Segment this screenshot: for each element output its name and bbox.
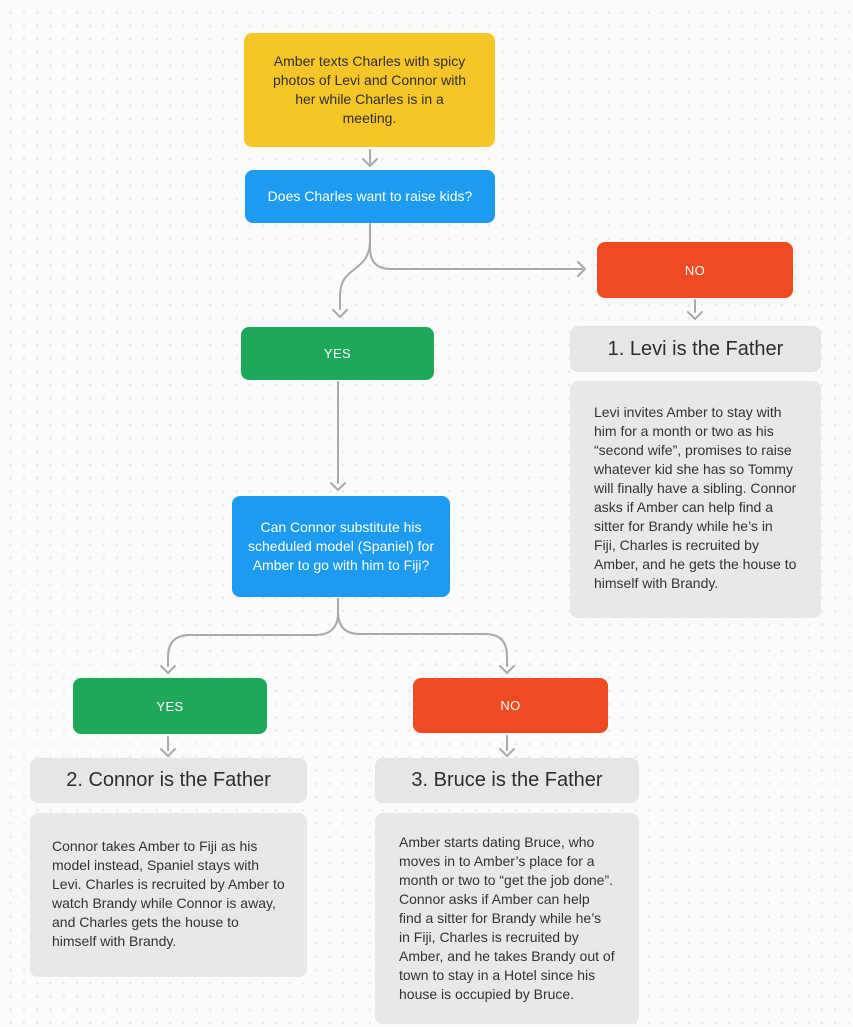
connector-shaft: [369, 223, 583, 270]
question-connor-substitute[interactable]: Can Connor substitute his scheduled mode…: [232, 496, 450, 597]
branch-no-label: NO: [500, 698, 521, 713]
outcome-title-bruce-text: 3. Bruce is the Father: [411, 769, 603, 791]
question-raise-kids[interactable]: Does Charles want to raise kids?: [245, 170, 495, 223]
connector-yes1-to-q2[interactable]: [330, 381, 346, 491]
outcome-title-levi-text: 1. Levi is the Father: [607, 337, 784, 360]
outcome-title-connor[interactable]: 2. Connor is the Father: [30, 758, 307, 803]
outcome-title-bruce[interactable]: 3. Bruce is the Father: [375, 758, 639, 803]
outcome-desc-levi[interactable]: Levi invites Amber to stay with him for …: [570, 381, 821, 618]
outcome-title-levi[interactable]: 1. Levi is the Father: [570, 326, 821, 372]
connector-shaft: [339, 239, 371, 310]
connector-q2-to-yes2[interactable]: [160, 598, 339, 674]
arrowhead-down-icon: [160, 665, 176, 674]
question-connor-substitute-text: Can Connor substitute his scheduled mode…: [248, 519, 434, 573]
arrowhead-down-icon: [362, 158, 378, 167]
connector-no1-to-outcome1[interactable]: [687, 299, 703, 320]
branch-yes-label: YES: [323, 346, 352, 361]
connector-shaft: [167, 598, 339, 667]
arrowhead-down-icon: [499, 665, 515, 674]
arrowhead-down-icon: [330, 482, 346, 491]
arrowhead-down-icon: [160, 748, 176, 757]
arrowhead-down-icon: [332, 309, 348, 318]
outcome-desc-connor-text: Connor takes Amber to Fiji as his model …: [52, 838, 285, 949]
outcome-desc-connor[interactable]: Connor takes Amber to Fiji as his model …: [30, 813, 307, 977]
connector-start-to-q1[interactable]: [362, 149, 378, 167]
connector-no2-to-outcome3[interactable]: [499, 735, 515, 757]
question-raise-kids-text: Does Charles want to raise kids?: [267, 188, 473, 204]
outcome-desc-bruce[interactable]: Amber starts dating Bruce, who moves in …: [375, 813, 639, 1024]
arrowhead-right-icon: [577, 261, 586, 277]
branch-yes-substitute[interactable]: YES: [73, 678, 267, 734]
outcome-desc-bruce-text: Amber starts dating Bruce, who moves in …: [399, 834, 615, 1002]
branch-no-label: NO: [684, 262, 706, 278]
branch-yes-label: YES: [156, 698, 184, 714]
outcome-title-connor-text: 2. Connor is the Father: [66, 769, 271, 791]
connector-q1-to-no1[interactable]: [369, 223, 586, 277]
start-note-text: Amber texts Charles with spicy photos of…: [272, 53, 466, 126]
connector-q2-to-no2[interactable]: [337, 598, 515, 674]
branch-yes-raise-kids[interactable]: YES: [241, 327, 434, 380]
arrowhead-down-icon: [687, 311, 703, 320]
start-note[interactable]: Amber texts Charles with spicy photos of…: [244, 33, 495, 147]
arrowhead-down-icon: [499, 748, 515, 757]
connector-yes2-to-outcome2[interactable]: [160, 736, 176, 757]
branch-no-raise-kids[interactable]: NO: [597, 242, 793, 298]
connector-q1-to-yes1[interactable]: [332, 239, 371, 318]
connector-shaft: [337, 598, 508, 667]
branch-no-substitute[interactable]: NO: [413, 678, 608, 733]
outcome-desc-levi-text: Levi invites Amber to stay with him for …: [594, 404, 797, 591]
